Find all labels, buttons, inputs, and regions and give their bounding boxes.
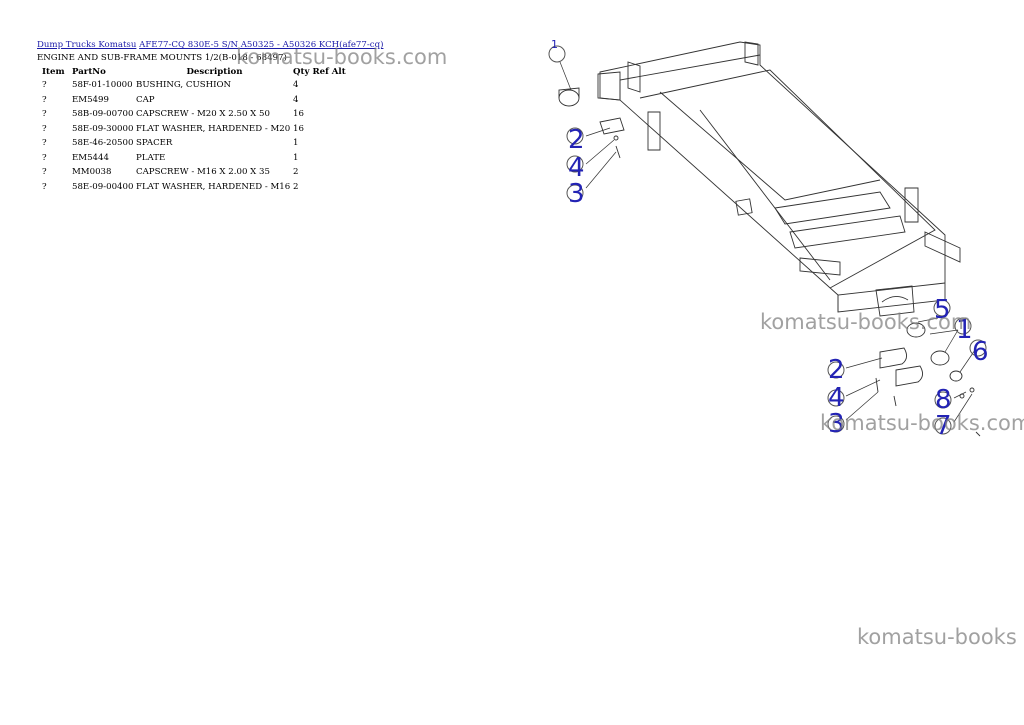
header-partno: PartNo	[72, 67, 106, 77]
exploded-parts-diagram: 1 2 4 3 5 1 6 2 4 3 8 7	[548, 38, 989, 441]
cell-partno: 58B-09-00700	[72, 109, 134, 119]
table-row: ? 58E-09-00400 FLAT WASHER, HARDENED - M…	[37, 182, 346, 197]
cell-partno: 58E-09-30000	[72, 123, 134, 134]
table-row: ? 58E-09-30000 FLAT WASHER, HARDENED - M…	[37, 124, 346, 139]
breadcrumb-link-dump-trucks[interactable]: Dump Trucks Komatsu	[37, 40, 137, 50]
cell-item: ?	[42, 94, 47, 105]
callout-2-front: 2	[568, 125, 585, 155]
cell-description: PLATE	[136, 152, 166, 163]
header-qty-ref-alt: Qty Ref Alt	[293, 66, 346, 80]
cell-item: ?	[42, 80, 47, 90]
cell-partno: 58E-09-00400	[72, 181, 134, 192]
callout-circles	[548, 45, 987, 435]
breadcrumb: Dump Trucks Komatsu AFE77-CQ 830E-5 S/N …	[37, 40, 383, 51]
cell-description: CAP	[136, 94, 155, 105]
table-row: ? 58B-09-00700 CAPSCREW - M20 X 2.50 X 5…	[37, 109, 346, 124]
table-row: ? EM5444 PLATE 1	[37, 153, 346, 168]
table-header-row: Item PartNo Description Qty Ref Alt	[37, 66, 346, 80]
cell-item: ?	[42, 167, 47, 177]
cell-qty: 2	[293, 167, 299, 177]
header-qty: Qty	[293, 67, 310, 77]
cell-description: CAPSCREW - M16 X 2.00 X 35	[136, 167, 270, 177]
breadcrumb-link-model[interactable]: AFE77-CQ 830E-5 S/N A50325 - A50326 KCH(…	[139, 40, 384, 50]
callout-1-rear: 1	[956, 315, 973, 345]
section-title: ENGINE AND SUB-FRAME MOUNTS 1/2(B-018 - …	[37, 53, 287, 63]
cell-qty: 1	[293, 152, 299, 163]
mount-components	[558, 87, 981, 437]
cell-partno: 58F-01-10000	[72, 80, 133, 90]
table-row: ? EM5499 CAP 4	[37, 95, 346, 110]
leader-lines	[559, 61, 976, 423]
cell-qty: 4	[293, 80, 299, 90]
cell-item: ?	[42, 109, 47, 119]
callout-6-rear: 6	[972, 337, 989, 367]
cell-item: ?	[42, 152, 47, 163]
cell-description: FLAT WASHER, HARDENED - M20	[136, 123, 291, 134]
callout-2-rear: 2	[828, 355, 845, 385]
cell-item: ?	[42, 181, 47, 192]
parts-table: Item PartNo Description Qty Ref Alt ? 58…	[37, 66, 346, 196]
header-description: Description	[186, 67, 243, 77]
cell-qty: 16	[293, 123, 304, 134]
callout-1-front: 1	[551, 38, 558, 51]
cell-partno: MM0038	[72, 167, 112, 177]
callout-labels: 1 2 4 3 5 1 6 2 4 3 8 7	[551, 38, 989, 441]
callout-4-front: 4	[568, 153, 585, 183]
cell-qty: 16	[293, 109, 304, 119]
cell-description: CAPSCREW - M20 X 2.50 X 50	[136, 109, 270, 119]
callout-7-rear: 7	[935, 411, 952, 441]
callout-3-front: 3	[568, 179, 585, 209]
callout-3-rear: 3	[828, 409, 845, 439]
cell-item: ?	[42, 138, 47, 148]
cell-partno: 58E-46-20500	[72, 138, 134, 148]
cell-partno: EM5444	[72, 152, 109, 163]
callout-5-rear: 5	[934, 295, 951, 325]
cell-partno: EM5499	[72, 94, 109, 105]
table-row: ? 58E-46-20500 SPACER 1	[37, 138, 346, 153]
callout-4-rear: 4	[828, 383, 845, 413]
header-item: Item	[42, 67, 65, 77]
cell-description: FLAT WASHER, HARDENED - M16	[136, 181, 291, 192]
header-alt: Alt	[331, 67, 346, 77]
cell-description: BUSHING, CUSHION	[136, 80, 232, 90]
cell-description: SPACER	[136, 138, 173, 148]
watermark: komatsu-books	[857, 625, 1017, 649]
table-row: ? MM0038 CAPSCREW - M16 X 2.00 X 35 2	[37, 167, 346, 182]
cell-item: ?	[42, 123, 47, 134]
cell-qty: 1	[293, 138, 299, 148]
callout-8-rear: 8	[935, 385, 952, 415]
cell-qty: 4	[293, 94, 299, 105]
table-row: ? 58F-01-10000 BUSHING, CUSHION 4	[37, 80, 346, 95]
header-ref: Ref	[312, 67, 329, 77]
subframe-drawing	[597, 41, 961, 317]
cell-qty: 2	[293, 181, 299, 192]
